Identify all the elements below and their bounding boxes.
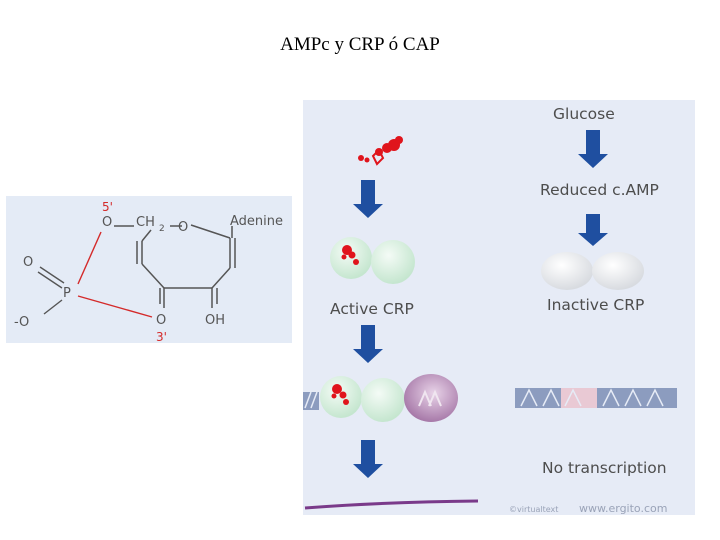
down-arrow-icon — [353, 180, 383, 218]
rna-polymerase — [404, 374, 458, 422]
phosphorus-label: P — [63, 286, 71, 301]
dna-helix-unbound — [515, 388, 677, 408]
inactive-crp-dimer — [541, 252, 644, 290]
ch2-subscript: 2 — [159, 224, 165, 234]
no-transcription-label: No transcription — [542, 459, 667, 477]
inactive-crp-label: Inactive CRP — [547, 296, 645, 314]
down-arrow-icon — [578, 130, 608, 168]
bound-crp-dimer — [320, 376, 405, 422]
active-crp-dimer — [330, 237, 415, 284]
ring-oxygen-label: O — [178, 220, 188, 235]
oxygen-5-label: O — [102, 215, 112, 230]
reduced-camp-label: Reduced c.AMP — [540, 181, 659, 199]
slide-title: AMPc y CRP ó CAP — [280, 34, 440, 55]
camp-molecule-icon — [358, 136, 403, 166]
crp-mechanism-panel: Glucose Reduced c.AMP Active CRP Inactiv… — [303, 100, 695, 515]
position-5-label: 5' — [102, 200, 113, 214]
down-arrow-icon — [578, 214, 608, 246]
down-arrow-icon — [353, 325, 383, 363]
camp-structure-panel: Adenine CH 2 O O 5' O 3' OH P O -O — [6, 196, 292, 343]
oxygen-3-label: O — [156, 313, 166, 328]
hydroxyl-label: OH — [205, 313, 225, 328]
negative-oxygen-label: -O — [14, 315, 29, 330]
down-arrow-icon — [353, 440, 383, 478]
ch2-label: CH — [136, 215, 155, 230]
adenine-label: Adenine — [230, 214, 283, 229]
watermark-right: www.ergito.com — [579, 502, 668, 515]
camp-structure-drawing: Adenine CH 2 O O 5' O 3' OH P O -O — [14, 200, 283, 343]
glucose-label: Glucose — [553, 105, 615, 123]
mrna-transcript — [304, 499, 479, 510]
active-crp-label: Active CRP — [330, 300, 414, 318]
watermark-left: ©virtualtext — [509, 505, 559, 514]
position-3-label: 3' — [156, 330, 167, 343]
crp-mechanism-drawing — [303, 130, 677, 510]
double-bond-oxygen-label: O — [23, 255, 33, 270]
dna-helix-bound — [303, 391, 319, 410]
